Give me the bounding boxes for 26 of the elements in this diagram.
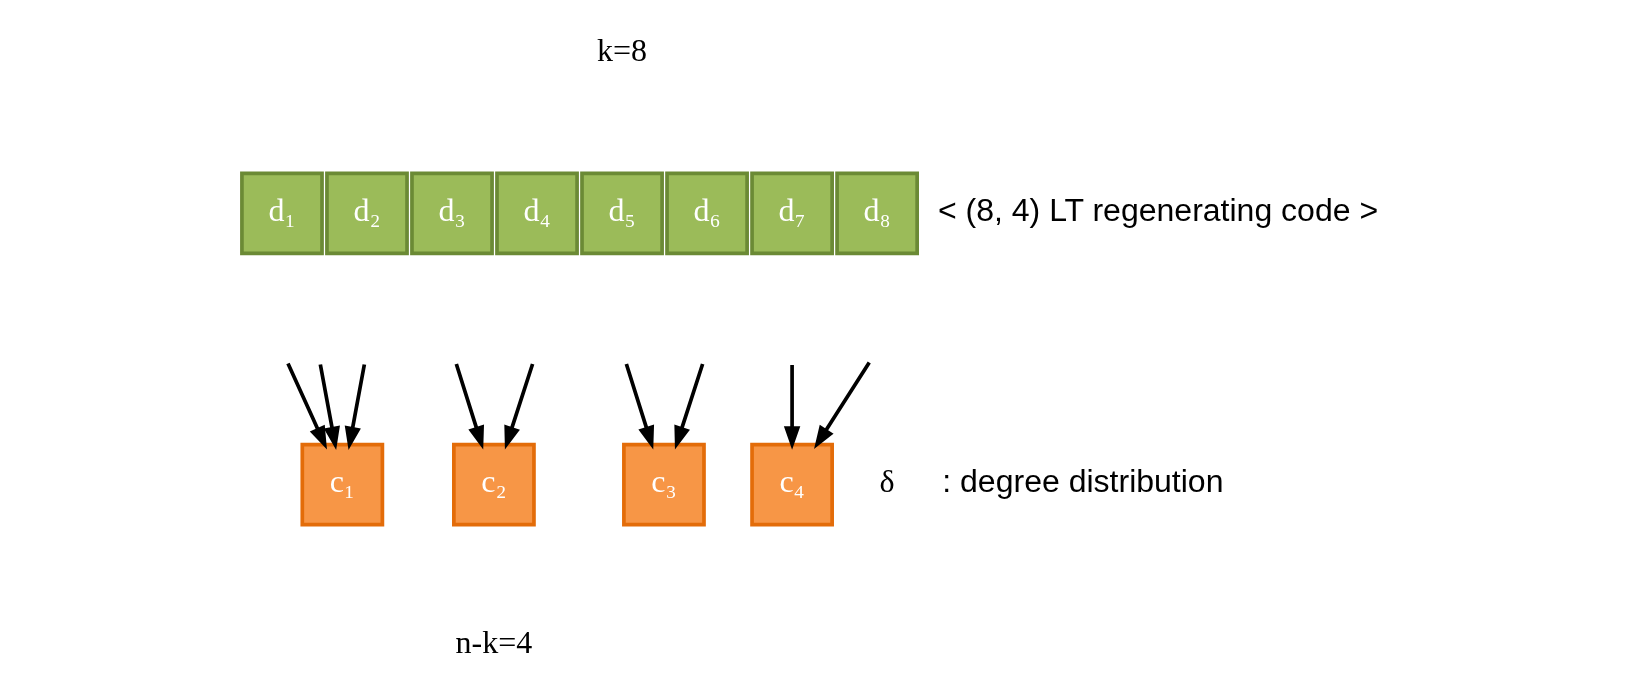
node-box: d₅ (580, 171, 664, 256)
label: δ (879, 463, 895, 500)
node-box: d₈ (835, 171, 919, 256)
node-box: d₇ (750, 171, 834, 256)
node-box: d₆ (665, 171, 749, 256)
arrow (504, 363, 535, 450)
node-box: c₂ (452, 442, 536, 527)
arrow (783, 365, 801, 450)
arrow (454, 363, 485, 450)
arrow (286, 362, 327, 450)
node-box: d₁ (240, 171, 324, 256)
node-box: d₃ (410, 171, 494, 256)
label: < (8, 4) LT regenerating code > (937, 192, 1379, 229)
node-box: c₃ (622, 442, 706, 527)
arrow (309, 364, 340, 450)
label: : degree distribution (942, 463, 1224, 500)
arrow (814, 361, 871, 450)
arrow (674, 363, 705, 450)
node-box: d₄ (495, 171, 579, 256)
node-box: d₂ (325, 171, 409, 256)
arrow (344, 364, 367, 450)
node-box: c₄ (750, 442, 834, 527)
label: n-k=4 (455, 623, 533, 660)
arrow (624, 363, 655, 450)
label: k=8 (597, 31, 648, 68)
node-box: c₁ (300, 442, 385, 527)
